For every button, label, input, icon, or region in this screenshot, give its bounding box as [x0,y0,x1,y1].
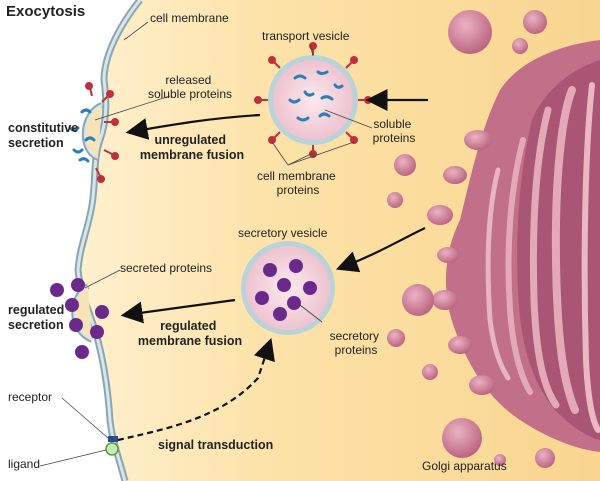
label-cell-membrane: cell membrane [150,11,229,25]
label-golgi-apparatus: Golgi apparatus [422,459,507,473]
soluble-proteins [288,70,344,122]
secretory-proteins [255,259,317,321]
label-transport-vesicle: transport vesicle [262,29,350,43]
secreted-proteins [50,278,109,359]
receptor [108,436,118,442]
label-regulated-membrane-fusion: regulated membrane fusion [138,319,242,348]
label-cell-membrane-proteins: cell membrane proteins [257,169,339,197]
label-secretory-proteins: secretory proteins [330,329,383,357]
label-secreted-proteins: secreted proteins [120,261,212,275]
label-receptor: receptor [8,390,52,404]
label-ligand: ligand [8,457,40,471]
label-regulated-secretion: regulated secretion [8,303,68,332]
golgi-vesicles [387,10,555,468]
label-secretory-vesicle: secretory vesicle [238,226,328,240]
diagram-title: Exocytosis [6,3,85,20]
released-proteins [68,82,119,183]
secretory-vesicle [241,241,335,335]
leader-lines [39,21,373,467]
golgi-apparatus [427,40,600,452]
label-signal-transduction: signal transduction [158,438,273,452]
transport-vesicle [254,42,372,158]
label-released-soluble-proteins: released soluble proteins [148,73,232,101]
label-soluble-proteins: soluble proteins [373,117,416,145]
label-unregulated-membrane-fusion: unregulated membrane fusion [140,133,244,162]
label-constitutive-secretion: constitutive secretion [8,121,82,150]
arrows [117,89,428,442]
ligand [105,442,119,456]
